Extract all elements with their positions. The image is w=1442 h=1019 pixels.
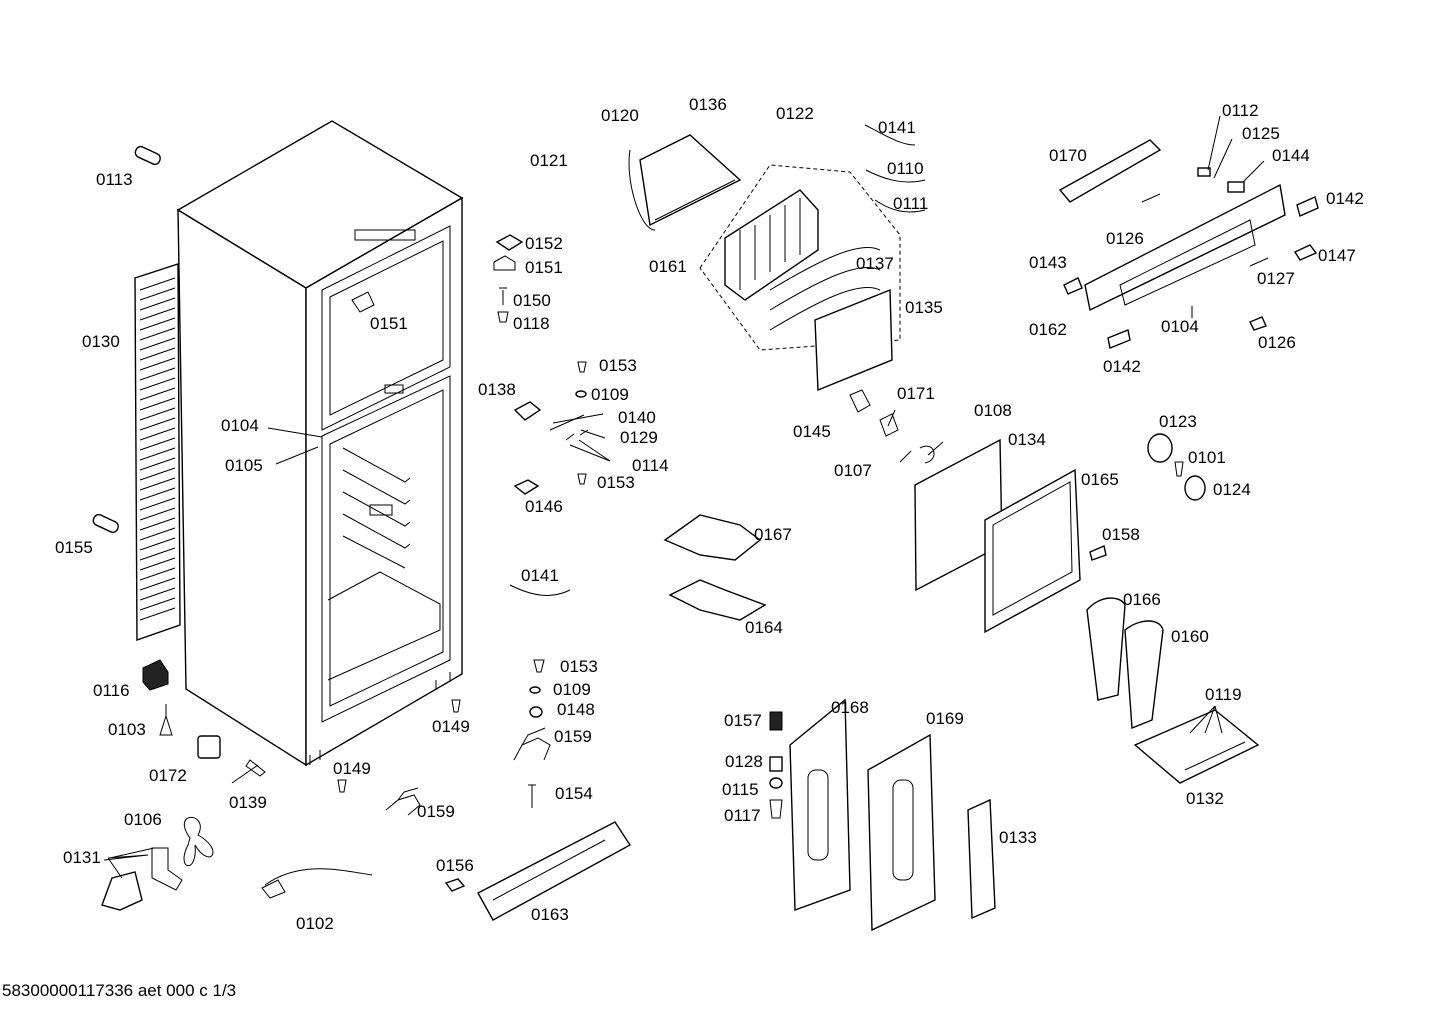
part-label: 0126 (1106, 229, 1144, 248)
part-label: 0119 (1205, 685, 1242, 704)
part-label: 0166 (1123, 590, 1161, 609)
part-label: 0108 (974, 401, 1012, 420)
part-label: 0134 (1008, 430, 1046, 449)
part-label: 0121 (530, 151, 568, 170)
part-label: 0131 (63, 848, 101, 867)
part-label: 0153 (560, 657, 598, 676)
part-label: 0163 (531, 905, 569, 924)
part-label: 0110 (887, 159, 924, 178)
part-label: 0109 (591, 385, 629, 404)
part-label: 0140 (618, 408, 656, 427)
part-label: 0164 (745, 618, 783, 637)
part-label: 0153 (599, 356, 637, 375)
part-label: 0146 (525, 497, 563, 516)
part-label: 0115 (722, 780, 759, 799)
part-label: 0151 (370, 314, 408, 333)
part-label: 0149 (333, 759, 371, 778)
part-label: 0167 (754, 525, 792, 544)
part-label: 0160 (1171, 627, 1209, 646)
part-label: 0145 (793, 422, 831, 441)
part-label: 0149 (432, 717, 470, 736)
part-label: 0144 (1272, 146, 1310, 165)
part-label: 0133 (999, 828, 1037, 847)
part-label: 0107 (834, 461, 872, 480)
part-label: 0150 (513, 291, 551, 310)
part-label: 0152 (525, 234, 563, 253)
part-label: 0141 (878, 118, 916, 137)
part-label: 0125 (1242, 124, 1280, 143)
part-label: 0159 (554, 727, 592, 746)
part-label: 0130 (82, 332, 120, 351)
part-label: 0151 (525, 258, 563, 277)
part-label: 0112 (1222, 101, 1259, 120)
part-label: 0137 (856, 254, 894, 273)
part-label: 0106 (124, 810, 162, 829)
part-label: 0157 (724, 711, 762, 730)
part-label: 0124 (1213, 480, 1251, 499)
part-label: 0138 (478, 380, 516, 399)
part-label: 0142 (1326, 189, 1364, 208)
part-label: 0142 (1103, 357, 1141, 376)
part-label: 0141 (521, 566, 559, 585)
right-small-parts (1086, 433, 1260, 784)
part-label: 0139 (229, 793, 267, 812)
part-label: 0147 (1318, 246, 1356, 265)
part-label: 0126 (1258, 333, 1296, 352)
left-small-parts (92, 145, 373, 911)
part-label: 0120 (601, 106, 639, 125)
part-label: 0158 (1102, 525, 1140, 544)
part-label: 0135 (905, 298, 943, 317)
part-label: 0103 (108, 720, 146, 739)
center-lower-parts (663, 514, 996, 932)
part-label: 0118 (513, 314, 550, 333)
part-label: 0171 (897, 384, 935, 403)
part-label: 0169 (926, 709, 964, 728)
part-label: 0153 (597, 473, 635, 492)
part-label: 0111 (893, 194, 928, 213)
part-label: 0123 (1159, 412, 1197, 431)
part-label: 0172 (149, 766, 187, 785)
part-label: 0170 (1049, 146, 1087, 165)
part-label: 0148 (557, 700, 595, 719)
part-label: 0101 (1188, 448, 1226, 467)
part-label: 0113 (96, 170, 133, 189)
part-label: 0114 (632, 456, 669, 475)
part-label: 0127 (1257, 269, 1295, 288)
part-label: 0162 (1029, 320, 1067, 339)
refrigerator-cabinet (176, 120, 464, 767)
part-labels: 0113 0130 0155 0116 0103 0172 0139 0106 … (55, 95, 1364, 933)
part-label: 0129 (620, 428, 658, 447)
middle-small-parts (337, 234, 631, 921)
part-label: 0159 (417, 802, 455, 821)
part-label: 0161 (649, 257, 687, 276)
part-label: 0116 (93, 681, 130, 700)
part-label: 0104 (221, 416, 259, 435)
part-label: 0122 (776, 104, 814, 123)
footer-document-id: 58300000117336 aet 000 c 1/3 (2, 981, 237, 1000)
part-label: 0154 (555, 784, 593, 803)
condenser-coil (134, 263, 181, 641)
part-label: 0117 (724, 806, 761, 825)
part-label: 0109 (553, 680, 591, 699)
part-label: 0143 (1029, 253, 1067, 272)
evaporator-section (628, 124, 1081, 634)
part-label: 0132 (1186, 789, 1224, 808)
part-label: 0102 (296, 914, 334, 933)
part-label: 0105 (225, 456, 263, 475)
leader-lines (103, 115, 1265, 879)
control-panel-parts (1058, 139, 1319, 349)
part-label: 0155 (55, 538, 93, 557)
part-label: 0104 (1161, 317, 1199, 336)
part-label: 0165 (1081, 470, 1119, 489)
part-label: 0156 (436, 856, 474, 875)
part-label: 0136 (689, 95, 727, 114)
part-label: 0128 (725, 752, 763, 771)
part-label: 0168 (831, 698, 869, 717)
